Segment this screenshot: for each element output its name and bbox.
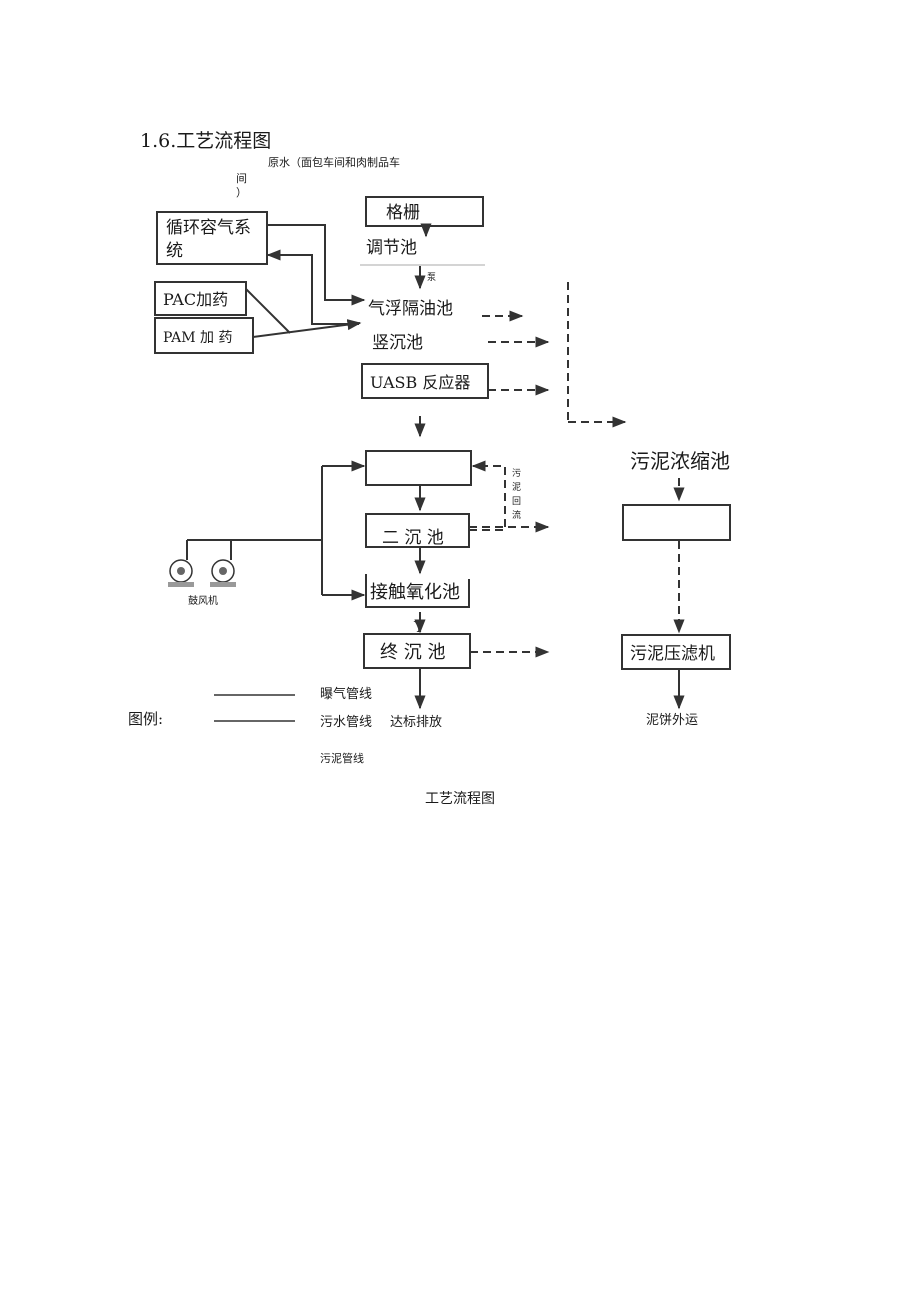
filter-press-box bbox=[621, 634, 731, 670]
pump-label: 泵 bbox=[427, 272, 436, 283]
uasb-label: UASB 反应器 bbox=[370, 373, 470, 392]
sludge-return-label-3: 回 bbox=[512, 496, 521, 507]
legend-sewage-label: 污水管线 bbox=[320, 715, 372, 730]
final-settling-box bbox=[363, 633, 471, 669]
secondary-settling-box bbox=[365, 513, 470, 548]
equalization-label: 调节池 bbox=[366, 238, 417, 258]
pam-dosing-box bbox=[154, 317, 254, 354]
section-title: 1.6.工艺流程图 bbox=[140, 130, 272, 152]
recirc-air-system-box bbox=[156, 211, 268, 265]
screen-box bbox=[365, 196, 484, 227]
sludge-thickener-label: 污泥浓缩池 bbox=[630, 449, 730, 473]
sludge-return-line bbox=[469, 460, 506, 531]
legend-title: 图例: bbox=[128, 710, 163, 728]
figure-caption: 工艺流程图 bbox=[425, 791, 495, 807]
recirc-air-label-line1: 循环容气系 bbox=[166, 218, 251, 238]
blower-icon bbox=[168, 540, 236, 587]
pac-label: PAC加药 bbox=[163, 290, 228, 309]
air-flotation-label: 气浮隔油池 bbox=[368, 299, 453, 319]
air-supply-to-flotation bbox=[267, 224, 366, 306]
uasb-box bbox=[361, 363, 489, 399]
pac-dosing-box bbox=[154, 281, 247, 316]
legend-aeration-label: 曝气管线 bbox=[320, 686, 372, 702]
sludge-return-label-4: 流 bbox=[512, 509, 521, 521]
recirc-air-label-line2: 统 bbox=[166, 241, 183, 261]
screen-label: 格栅 bbox=[386, 203, 420, 223]
sludge-return-label-2: 泥 bbox=[512, 482, 521, 493]
sludge-return-label-1: 污 bbox=[512, 467, 521, 479]
air-return-to-system bbox=[266, 249, 359, 325]
discharge-label: 达标排放 bbox=[390, 715, 442, 730]
pam-dosing-line bbox=[252, 319, 362, 338]
pac-dosing-line bbox=[245, 288, 291, 334]
sludge-tank-box bbox=[622, 504, 731, 541]
blower-label: 鼓风机 bbox=[188, 594, 218, 607]
cake-out-label: 泥饼外运 bbox=[646, 713, 698, 728]
contact-oxidation-label: 接触氧化池 bbox=[370, 582, 460, 603]
aeration-tank-box bbox=[365, 450, 472, 486]
vertical-settling-label: 竖沉池 bbox=[372, 333, 423, 353]
final-settling-label: 终 沉 池 bbox=[380, 642, 445, 663]
raw-water-label-line3: ） bbox=[236, 186, 247, 199]
secondary-settling-label: 二 沉 池 bbox=[382, 528, 444, 548]
filter-press-label: 污泥压滤机 bbox=[630, 644, 715, 664]
raw-water-label-line1: 原水（面包车间和肉制品车 bbox=[268, 156, 400, 169]
pam-label: PAM 加 药 bbox=[163, 330, 232, 346]
raw-water-label-line2: 间 bbox=[236, 172, 247, 185]
legend-sludge-label: 污泥管线 bbox=[320, 751, 364, 765]
contact-oxidation-box bbox=[365, 574, 470, 608]
